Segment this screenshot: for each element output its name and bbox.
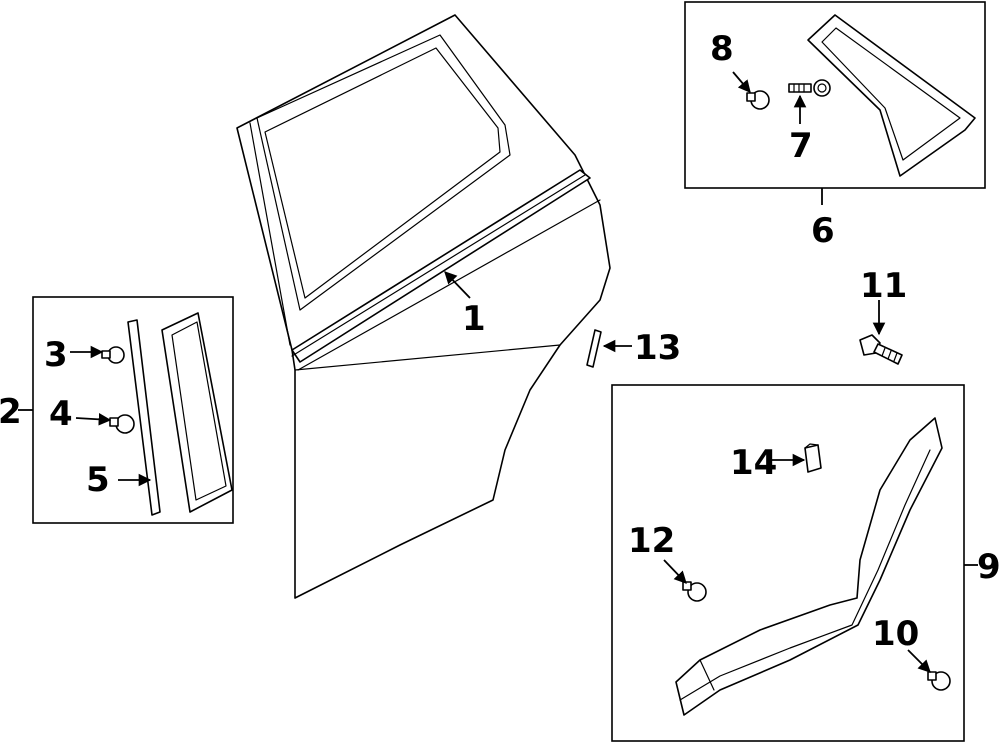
clip-12[interactable] [682, 581, 707, 602]
clip-14[interactable] [804, 443, 822, 473]
bolt-11[interactable] [859, 334, 903, 365]
callout-4: 4 [49, 394, 73, 434]
callout-2: 2 [0, 392, 22, 432]
callout-12: 12 [628, 521, 675, 561]
callout-5: 5 [86, 460, 110, 500]
pillar-molding[interactable] [161, 312, 233, 513]
callout-8: 8 [710, 29, 734, 69]
clip-8[interactable] [746, 90, 770, 110]
clip-4[interactable] [109, 414, 135, 434]
callout-9: 9 [977, 547, 1000, 587]
callout-10: 10 [872, 614, 919, 654]
wheel-arch-molding[interactable] [675, 417, 943, 716]
clip-13[interactable] [586, 329, 602, 368]
callout-3: 3 [44, 335, 68, 375]
callout-11: 11 [860, 266, 907, 306]
callout-1: 1 [462, 299, 486, 339]
callout-13: 13 [634, 328, 681, 368]
group-6-box [684, 1, 986, 189]
clip-10[interactable] [927, 671, 951, 691]
callout-14: 14 [730, 443, 777, 483]
pillar-applique-strip[interactable] [127, 319, 161, 516]
screw-7[interactable] [788, 79, 831, 97]
clip-3[interactable] [101, 346, 125, 364]
group-9-box [611, 384, 965, 742]
upper-garnish-molding[interactable] [807, 14, 976, 177]
rear-door-shell[interactable] [236, 14, 611, 599]
callout-7: 7 [789, 126, 813, 166]
callout-6: 6 [811, 211, 835, 251]
